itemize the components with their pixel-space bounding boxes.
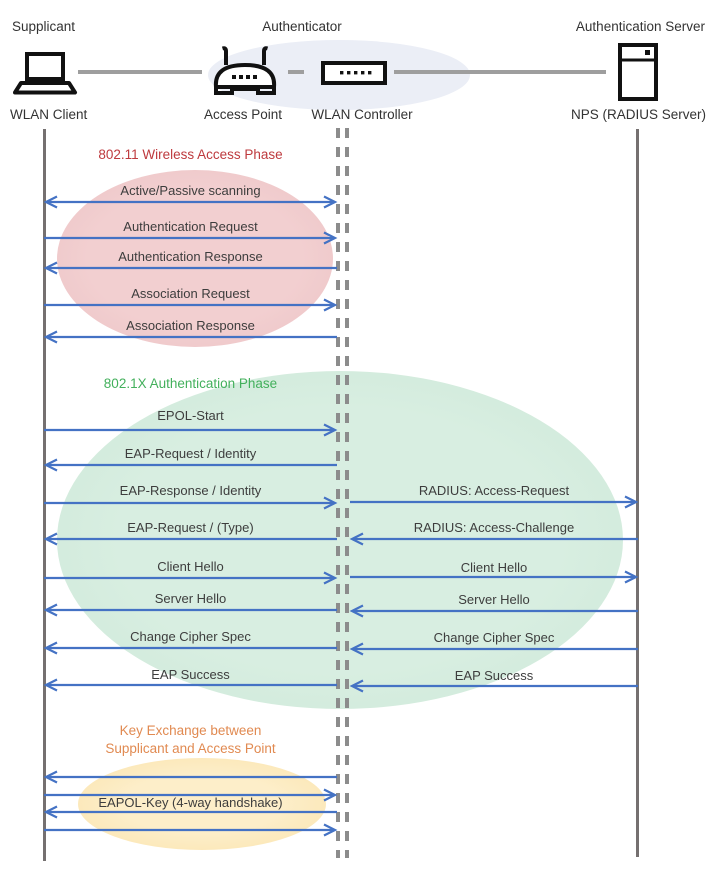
message-arrow-epol-start — [44, 423, 338, 437]
message-arrow-radius-access-challenge — [349, 532, 638, 546]
message-label-eap-request-type: EAP-Request / (Type) — [127, 520, 254, 535]
phase-key-exchange-title-line1: Key Exchange between — [119, 723, 262, 738]
phase-key-exchange-ellipse — [78, 758, 326, 850]
message-arrow-radius-access-request — [350, 495, 639, 509]
message-arrow-eap-request-type — [43, 532, 337, 546]
message-label-change-cipher-spec: Change Cipher Spec — [130, 629, 251, 644]
phase-80211-ellipse — [57, 170, 333, 347]
node-label-access-point: Access Point — [203, 107, 283, 122]
connector-line-controller-server — [394, 70, 606, 74]
message-arrow-eapol-key-4-way-handshake — [43, 805, 337, 819]
node-label-nps-radius-server: NPS (RADIUS Server) — [570, 107, 706, 122]
message-label-association-request: Association Request — [131, 286, 250, 301]
message-label-eapol-key-4-way-handshake: EAPOL-Key (4-way handshake) — [98, 795, 283, 810]
message-arrow-authentication-request — [44, 231, 338, 245]
message-arrow-client-hello — [350, 570, 639, 584]
message-label-eap-request-identity: EAP-Request / Identity — [124, 446, 257, 461]
connector-line-ap-controller — [288, 70, 304, 74]
wlan-controller-icon — [321, 61, 387, 85]
lifeline-nps-server — [636, 129, 639, 857]
message-label-client-hello: Client Hello — [460, 560, 528, 575]
message-label-radius-access-challenge: RADIUS: Access-Challenge — [413, 520, 575, 535]
message-label-epol-start: EPOL-Start — [157, 408, 224, 423]
message-arrow-eap-success — [349, 679, 638, 693]
message-arrow-server-hello — [349, 604, 638, 618]
message-label-change-cipher-spec: Change Cipher Spec — [433, 630, 555, 645]
node-label-wlan-client: WLAN Client — [10, 107, 88, 122]
role-label-supplicant: Supplicant — [12, 19, 76, 34]
message-arrow-change-cipher-spec — [349, 642, 638, 656]
message-arrow-unlabeled — [44, 788, 338, 802]
lifeline-controller-dashed-left — [336, 128, 340, 858]
message-arrow-change-cipher-spec — [43, 641, 337, 655]
phase-80211-title: 802.11 Wireless Access Phase — [98, 147, 283, 162]
message-arrow-active-passive-scanning — [43, 195, 338, 209]
message-arrow-client-hello — [44, 571, 338, 585]
message-label-authentication-response: Authentication Response — [118, 249, 263, 264]
node-label-wlan-controller: WLAN Controller — [311, 107, 413, 122]
message-arrow-association-request — [44, 298, 338, 312]
message-label-authentication-request: Authentication Request — [123, 219, 258, 234]
access-point-icon — [213, 46, 277, 95]
phase-8021x-title: 802.1X Authentication Phase — [103, 376, 278, 391]
message-arrow-unlabeled — [43, 770, 337, 784]
message-label-eap-response-identity: EAP-Response / Identity — [119, 483, 262, 498]
message-label-active-passive-scanning: Active/Passive scanning — [120, 183, 261, 198]
message-arrow-eap-request-identity — [43, 458, 337, 472]
message-label-eap-success: EAP Success — [454, 668, 534, 683]
laptop-icon — [13, 52, 77, 95]
message-label-server-hello: Server Hello — [458, 592, 530, 607]
message-label-server-hello: Server Hello — [154, 591, 227, 606]
connector-line-client-ap — [78, 70, 202, 74]
message-label-radius-access-request: RADIUS: Access-Request — [418, 483, 570, 498]
message-arrow-authentication-response — [43, 261, 337, 275]
message-arrow-eap-success — [43, 678, 337, 692]
message-arrow-unlabeled — [44, 823, 338, 837]
message-arrow-eap-response-identity — [44, 496, 338, 510]
message-label-association-response: Association Response — [126, 318, 255, 333]
phase-key-exchange-title-line2: Supplicant and Access Point — [105, 741, 276, 756]
server-icon — [618, 43, 658, 101]
role-label-authenticator: Authenticator — [262, 19, 342, 34]
role-label-authentication-server: Authentication Server — [575, 19, 705, 34]
lifeline-wlan-client — [43, 129, 46, 861]
lifeline-controller-dashed-right — [345, 128, 349, 858]
message-label-client-hello: Client Hello — [157, 559, 224, 574]
message-arrow-server-hello — [43, 603, 337, 617]
message-arrow-association-response — [43, 330, 337, 344]
message-label-eap-success: EAP Success — [151, 667, 230, 682]
